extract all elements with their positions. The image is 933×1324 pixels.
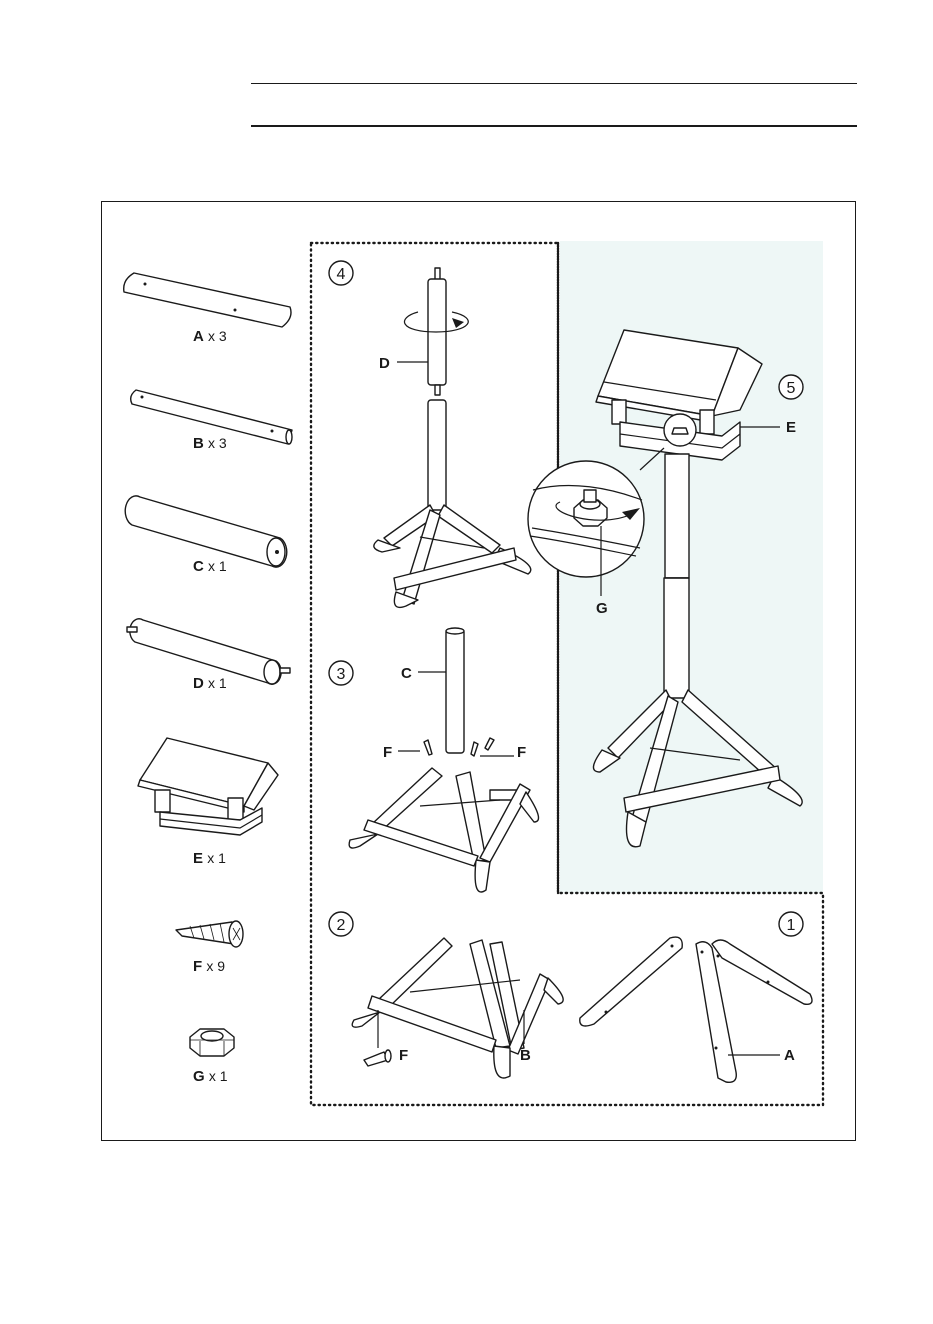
svg-text:2: 2 <box>337 917 346 934</box>
part-c-drawing <box>125 496 287 567</box>
step-2-label-f: F <box>399 1047 408 1064</box>
step-3-label-f-right: F <box>517 744 526 761</box>
svg-text:5: 5 <box>787 380 796 397</box>
part-e-drawing <box>138 738 278 835</box>
step-2-drawing <box>352 938 563 1078</box>
step-3-badge: 3 <box>329 661 353 685</box>
step-5-label-e: E <box>786 419 796 436</box>
step-1-badge: 1 <box>779 912 803 936</box>
step-5-badge: 5 <box>779 375 803 399</box>
part-a-drawing <box>124 273 291 327</box>
step-3-drawing <box>349 628 538 892</box>
svg-text:1: 1 <box>787 917 796 934</box>
step-4-label-d: D <box>379 355 390 372</box>
part-d-label: D x 1 <box>193 675 227 692</box>
part-g-label: G x 1 <box>193 1068 228 1085</box>
step-3-label-c: C <box>401 665 412 682</box>
part-c-label: C x 1 <box>193 558 227 575</box>
step-4-badge: 4 <box>329 261 353 285</box>
part-a-label: A x 3 <box>193 328 227 345</box>
step-4-drawing <box>374 268 531 607</box>
step-5-label-g: G <box>596 600 608 617</box>
step-1-label-a: A <box>784 1047 795 1064</box>
part-f-drawing <box>176 921 243 947</box>
part-f-label: F x 9 <box>193 958 225 975</box>
part-g-drawing <box>190 1029 234 1056</box>
step-2-label-b: B <box>520 1047 531 1064</box>
step-1-drawing <box>580 937 812 1082</box>
part-b-label: B x 3 <box>193 435 227 452</box>
step-3-label-f-left: F <box>383 744 392 761</box>
part-e-label: E x 1 <box>193 850 226 867</box>
step-2-badge: 2 <box>329 912 353 936</box>
svg-text:3: 3 <box>337 666 346 683</box>
svg-text:4: 4 <box>337 266 346 283</box>
